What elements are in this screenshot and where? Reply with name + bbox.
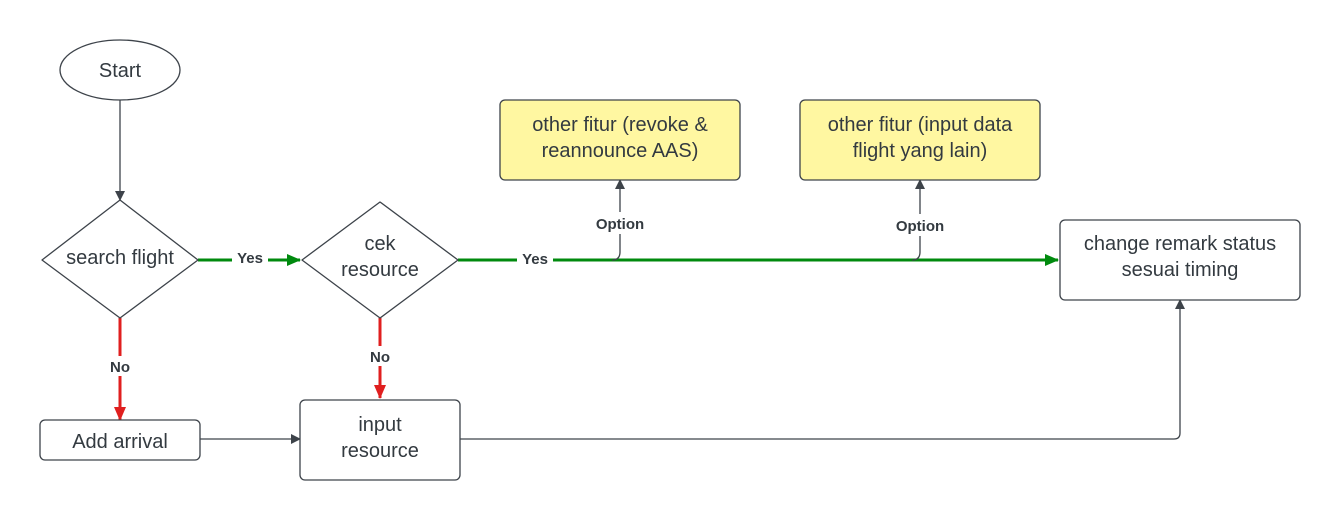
- svg-text:Yes: Yes: [522, 251, 548, 268]
- svg-text:input: input: [358, 414, 402, 436]
- cek-resource-decision: cek resource: [301, 201, 459, 319]
- yes-label-2: Yes: [517, 249, 553, 269]
- edge-option-to-other-fitur-1: [611, 179, 625, 261]
- svg-text:No: No: [370, 349, 390, 366]
- svg-text:flight yang lain): flight yang lain): [853, 140, 988, 162]
- svg-text:Option: Option: [896, 218, 944, 235]
- edge-option-to-other-fitur-2: [911, 179, 925, 261]
- yes-label-1: Yes: [232, 248, 268, 268]
- svg-text:resource: resource: [341, 440, 419, 462]
- other-fitur-revoke-note: other fitur (revoke & reannounce AAS): [499, 99, 741, 181]
- search-flight-decision: search flight: [41, 199, 199, 319]
- svg-text:cek: cek: [364, 233, 396, 255]
- start-node: Start: [59, 39, 181, 101]
- svg-text:change remark status: change remark status: [1084, 233, 1276, 255]
- edge-input-resource-to-change-remark: [460, 299, 1185, 440]
- svg-text:reannounce AAS): reannounce AAS): [542, 140, 699, 162]
- svg-text:Start: Start: [99, 60, 142, 82]
- svg-text:search flight: search flight: [66, 247, 174, 269]
- svg-text:Yes: Yes: [237, 250, 263, 267]
- other-fitur-input-data-note: other fitur (input data flight yang lain…: [799, 99, 1041, 181]
- svg-text:other fitur (revoke &: other fitur (revoke &: [532, 114, 708, 136]
- add-arrival-node: Add arrival: [39, 419, 201, 461]
- input-resource-node: input resource: [299, 399, 461, 481]
- option-label-1: Option: [588, 212, 652, 234]
- no-label-2: No: [365, 346, 395, 366]
- svg-text:Option: Option: [596, 216, 644, 233]
- no-label-1: No: [105, 356, 135, 376]
- svg-text:other fitur (input data: other fitur (input data: [828, 114, 1013, 136]
- svg-text:Add arrival: Add arrival: [72, 431, 168, 453]
- svg-text:sesuai timing: sesuai timing: [1122, 259, 1239, 281]
- svg-text:No: No: [110, 359, 130, 376]
- svg-text:resource: resource: [341, 259, 419, 281]
- change-remark-status-node: change remark status sesuai timing: [1059, 219, 1301, 301]
- option-label-2: Option: [888, 214, 952, 236]
